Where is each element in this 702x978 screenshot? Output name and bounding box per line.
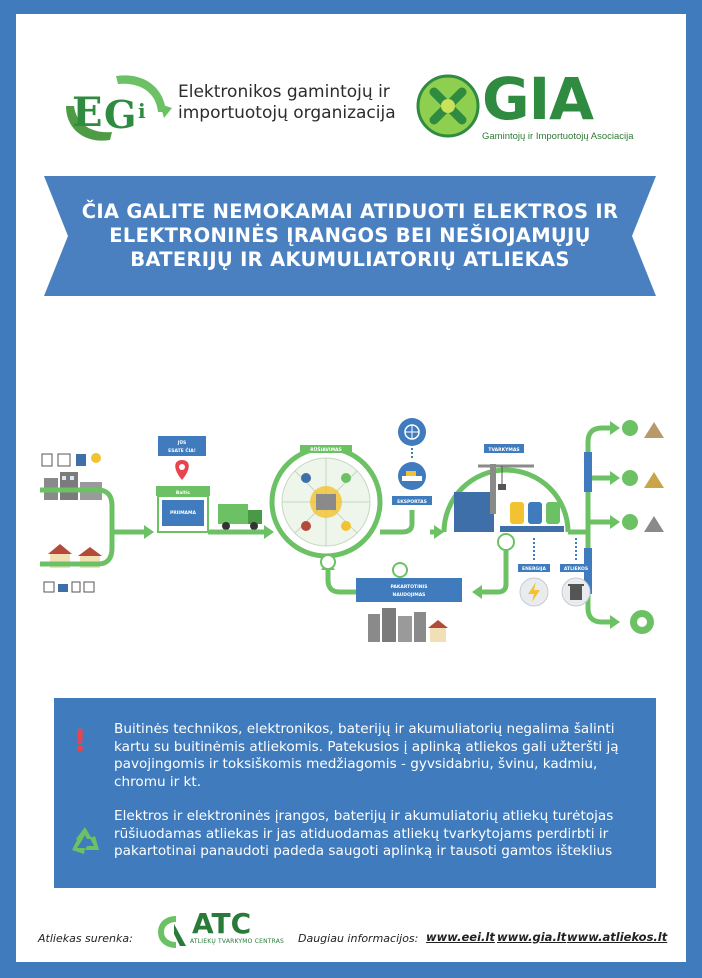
recycling-process-diagram: JŪS ESATE ČIA! Baltic PRIIMAMA <box>40 418 664 642</box>
export-globe-icon <box>398 418 426 446</box>
truck-icon <box>218 504 262 530</box>
egi-text-line1: Elektronikos gamintojų ir <box>178 82 390 102</box>
collector-label: Atliekas surenka: <box>38 932 133 945</box>
energy-bolt-icon <box>519 577 549 607</box>
small-devices-icon-group <box>43 581 95 593</box>
energy-label: ENERGIJA <box>522 566 546 572</box>
headline-line1: ČIA GALITE NEMOKAMAI ATIDUOTI ELEKTROS I… <box>81 200 619 223</box>
export-label: EKSPORTAS <box>397 499 427 505</box>
headline-line3: BATERIJŲ IR AKUMULIATORIŲ ATLIEKAS <box>130 248 570 271</box>
gia-logo <box>416 74 480 138</box>
atc-subtitle: ATLIEKŲ TVARKYMO CENTRAS <box>190 938 285 945</box>
waste-bin-icon <box>561 577 591 607</box>
export-ship-icon <box>398 462 426 490</box>
egi-logo: E G i <box>66 75 172 141</box>
you-are-here-line2: ESATE ČIA! <box>168 447 196 454</box>
factory-buildings-icon <box>44 472 102 500</box>
sorting-wheel: RŪŠIAVIMAS <box>269 445 383 559</box>
gia-wordmark: GIA <box>482 65 594 133</box>
appliances-icon-group <box>41 453 101 467</box>
shop-sign: Baltic <box>176 490 191 496</box>
svg-text:i: i <box>138 99 146 123</box>
warning-paragraph: Buitinės technikos, elektronikos, bateri… <box>114 721 619 790</box>
atc-logo <box>158 916 186 948</box>
poster-canvas: E G i Elektronikos gamintojų ir importuo… <box>16 14 686 962</box>
link-gia[interactable]: www.gia.lt <box>497 930 567 944</box>
waste-label: ATLIEKOS <box>564 566 588 572</box>
recycle-icon <box>72 827 99 854</box>
atc-wordmark: ATC <box>192 907 252 940</box>
gia-subtitle: Gamintojų ir Importuotojų Asociacija <box>482 131 634 142</box>
collection-panel-text: PRIIMAMA <box>170 510 197 516</box>
you-are-here-marker: JŪS ESATE ČIA! <box>158 436 206 480</box>
egi-organization-name: Elektronikos gamintojų ir importuotojų o… <box>178 82 418 124</box>
processing-label: TVARKYMAS <box>488 447 519 453</box>
headline-banner <box>44 176 656 296</box>
link-atliekos[interactable]: www.atliekos.lt <box>567 930 668 944</box>
link-eei[interactable]: www.eei.lt <box>426 930 495 944</box>
reuse-label-line1: PAKARTOTINIS <box>391 584 428 590</box>
sorting-label: RŪŠIAVIMAS <box>310 446 342 453</box>
collection-shop-icon: Baltic PRIIMAMA <box>156 486 210 533</box>
city-buildings-icon <box>368 608 448 642</box>
headline-line2: ELEKTRONINĖS ĮRANGOS BEI NEŠIOJAMŲJŲ <box>109 224 591 247</box>
recycling-paragraph: Elektros ir elektroninės įrangos, bateri… <box>114 808 614 860</box>
headline-text: ČIA GALITE NEMOKAMAI ATIDUOTI ELEKTROS I… <box>44 200 656 272</box>
recycled-materials-icon-group <box>622 420 664 634</box>
reuse-label-line2: NAUDOJIMAS <box>393 592 426 598</box>
svg-text:G: G <box>104 92 136 137</box>
egi-text-line2: importuotojų organizacija <box>178 103 396 123</box>
exclamation-icon: ! <box>73 724 87 759</box>
processing-facility: TVARKYMAS <box>441 444 571 533</box>
svg-text:E: E <box>72 89 103 136</box>
more-info-label: Daugiau informacijos: <box>298 932 419 945</box>
info-box: ! Buitinės technikos, elektronikos, bate… <box>54 698 656 888</box>
you-are-here-line1: JŪS <box>177 439 187 446</box>
